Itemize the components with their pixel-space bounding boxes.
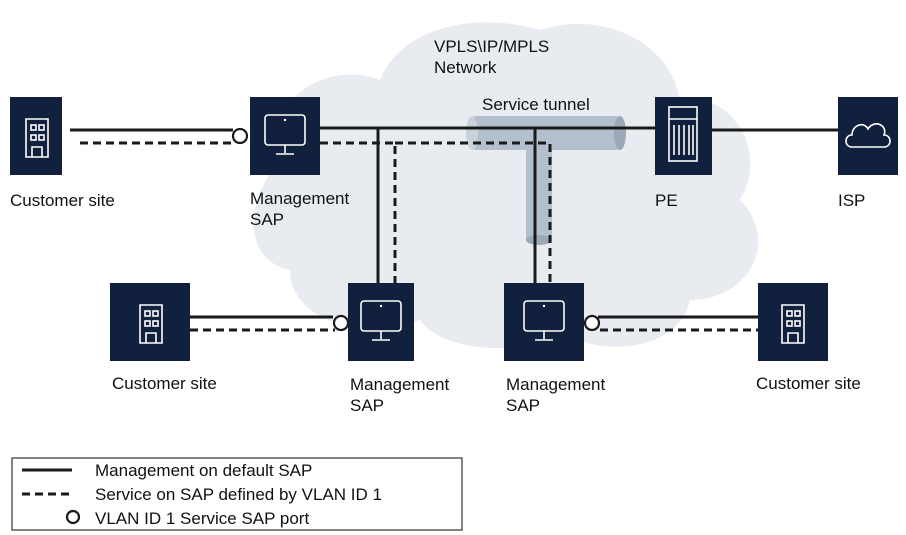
sap-port [231, 127, 249, 145]
service-tunnel-label: Service tunnel [482, 95, 590, 114]
management-sap-label-1a: Management [250, 189, 350, 208]
pe-node [655, 97, 712, 175]
customer-site-node-3 [758, 283, 828, 361]
network-title-line1: VPLS\IP/MPLS [434, 37, 549, 56]
isp-node [838, 97, 898, 175]
sap-port [332, 314, 350, 332]
legend: Management on default SAP Service on SAP… [11, 457, 463, 531]
monitor-icon [523, 300, 565, 341]
monitor-icon [360, 300, 402, 341]
building-icon [139, 304, 163, 344]
management-sap-label-3b: SAP [506, 396, 540, 415]
management-sap-node-3 [504, 283, 584, 361]
legend-port-swatch [65, 509, 81, 525]
legend-item-2: Service on SAP defined by VLAN ID 1 [95, 485, 382, 504]
network-title-line2: Network [434, 58, 497, 77]
monitor-icon [264, 114, 306, 155]
building-icon [781, 304, 805, 344]
server-rack-icon [668, 106, 698, 162]
management-sap-label-1b: SAP [250, 210, 284, 229]
service-tunnel [466, 116, 626, 245]
building-icon [25, 118, 49, 158]
management-lines [70, 126, 838, 319]
isp-label: ISP [838, 191, 865, 210]
pe-label: PE [655, 191, 678, 210]
management-sap-label-2a: Management [350, 375, 450, 394]
management-sap-node-2 [348, 283, 414, 361]
sap-port [583, 314, 601, 332]
management-sap-label-3a: Management [506, 375, 606, 394]
customer-site-label-1: Customer site [10, 191, 115, 210]
management-sap-label-2b: SAP [350, 396, 384, 415]
service-lines [80, 141, 758, 332]
network-cloud [253, 22, 759, 349]
management-sap-node-1 [250, 97, 320, 175]
customer-site-label-2: Customer site [112, 374, 217, 393]
customer-site-node-1 [10, 97, 62, 175]
sap-ports [231, 127, 601, 332]
customer-site-node-2 [110, 283, 190, 361]
cloud-icon [845, 123, 891, 148]
customer-site-label-3: Customer site [756, 374, 861, 393]
legend-item-1: Management on default SAP [95, 461, 312, 480]
legend-item-3: VLAN ID 1 Service SAP port [95, 509, 309, 528]
